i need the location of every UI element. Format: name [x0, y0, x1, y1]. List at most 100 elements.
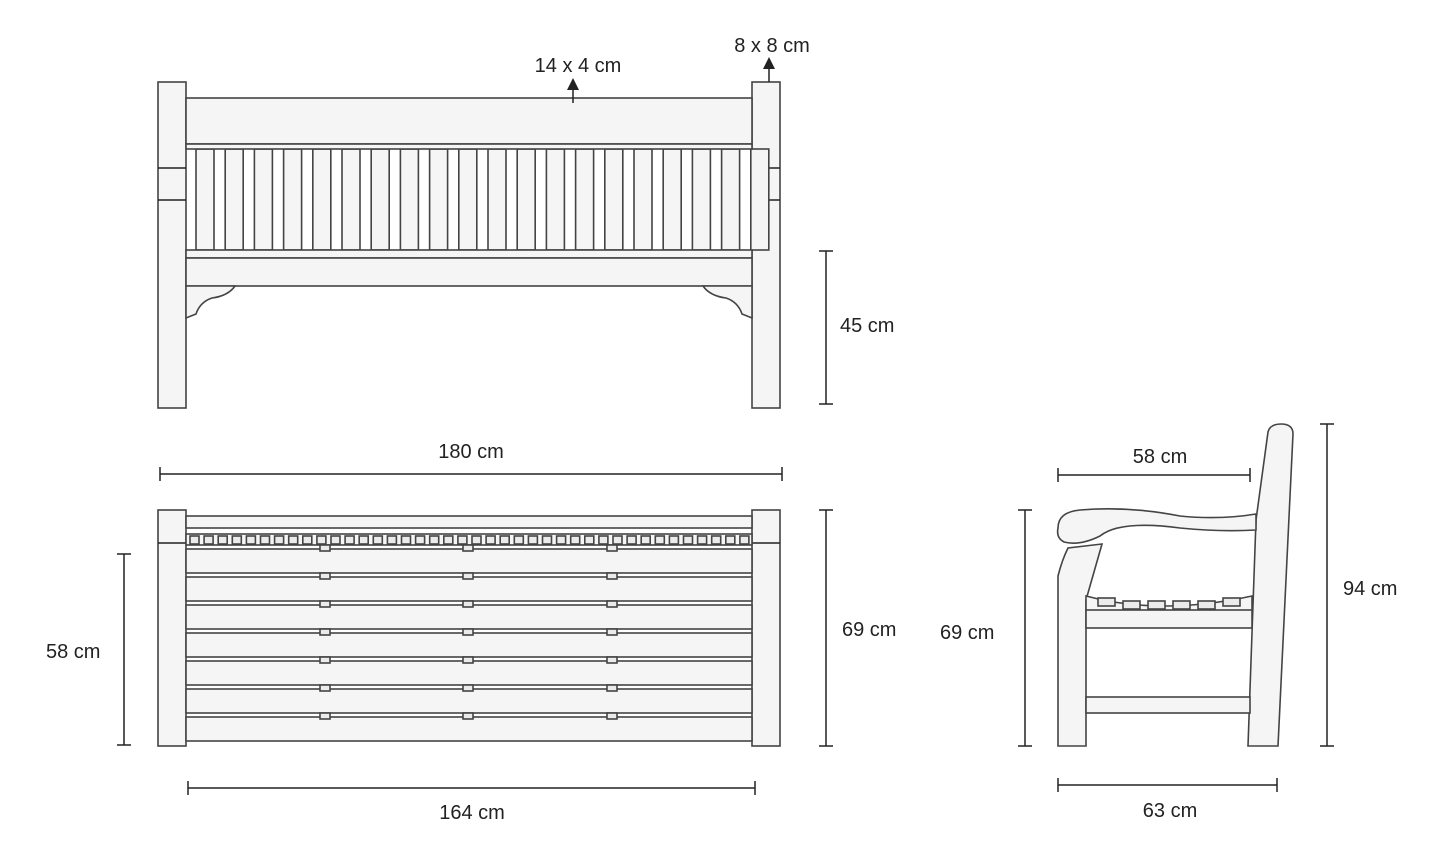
- top-back-slat-ticks: [189, 535, 750, 545]
- front-backrest-slats: [195, 148, 770, 251]
- top-seat-support: [319, 572, 331, 580]
- front-backrest-slat: [516, 148, 537, 251]
- front-top-rail: [185, 97, 753, 145]
- front-backrest-slat: [311, 148, 332, 251]
- side-seat-rail: [1085, 609, 1253, 629]
- top-back-slat-tick: [358, 535, 370, 545]
- top-back-slat-tick: [217, 535, 228, 545]
- front-seat-rail: [185, 249, 753, 259]
- side-seat-depth-label: 58 cm: [1133, 446, 1187, 468]
- seat-height-label: 45 cm: [840, 315, 894, 337]
- top-back-slat-tick: [513, 535, 525, 545]
- side-view: 58 cm 69 cm 94 cm 63 cm: [940, 423, 1397, 822]
- overall-width-label: 180 cm: [438, 441, 504, 463]
- top-seat-slat: [185, 660, 753, 686]
- top-right-post: [751, 509, 781, 747]
- top-seat-depth-label: 58 cm: [46, 641, 100, 663]
- top-back-slat-tick: [583, 535, 595, 545]
- front-backrest-slat: [633, 148, 653, 251]
- top-back-slat-tick: [598, 535, 609, 545]
- top-seat-slat: [185, 576, 753, 602]
- top-back-slat-tick: [231, 535, 243, 545]
- front-right-bracket: [701, 285, 753, 320]
- top-seat-slat: [185, 604, 753, 630]
- overall-height-label: 94 cm: [1343, 578, 1397, 600]
- front-backrest-slat: [224, 148, 244, 251]
- side-front-leg: [1057, 543, 1104, 747]
- top-seat-support: [319, 712, 331, 720]
- top-back-slat-tick: [189, 535, 200, 545]
- top-back-slat-tick: [344, 535, 355, 545]
- top-back-rail: [185, 515, 753, 529]
- top-seat-support: [319, 600, 331, 608]
- top-back-slat-ends: [185, 533, 753, 546]
- top-overall-depth-label: 69 cm: [842, 619, 896, 641]
- top-back-slat-tick: [273, 535, 285, 545]
- top-seat-slats: [185, 548, 753, 742]
- top-back-slat-tick: [724, 535, 736, 545]
- top-left-post: [157, 509, 187, 747]
- top-back-slat-tick: [555, 535, 567, 545]
- top-seat-support: [319, 684, 331, 692]
- front-backrest-slat: [282, 148, 303, 251]
- side-back-post: [1247, 423, 1294, 747]
- top-back-slat-tick: [428, 535, 440, 545]
- front-backrest-slat: [487, 148, 507, 251]
- top-back-slat-tick: [668, 535, 680, 545]
- top-seat-slat: [185, 716, 753, 742]
- front-backrest-slat: [253, 148, 274, 251]
- top-back-slat-tick: [414, 535, 426, 545]
- post-size-label: 8 x 8 cm: [734, 35, 810, 57]
- top-back-slat-tick: [287, 535, 299, 545]
- top-seat-supports: [319, 544, 618, 720]
- top-back-slat-tick: [245, 535, 257, 545]
- front-backrest-slat: [545, 148, 566, 251]
- top-back-slat-tick: [569, 535, 581, 545]
- top-back-slat-tick: [471, 535, 482, 545]
- top-seat-slat: [185, 548, 753, 574]
- top-seat-support: [462, 656, 474, 664]
- side-seat-slat: [1172, 600, 1191, 610]
- arm-height-label: 69 cm: [940, 622, 994, 644]
- front-apron: [185, 257, 753, 287]
- side-seat-slat: [1122, 600, 1141, 610]
- side-overall-depth-label: 63 cm: [1143, 800, 1197, 822]
- front-left-bracket: [185, 285, 237, 320]
- top-seat-support: [462, 572, 474, 580]
- top-back-slat-tick: [541, 535, 553, 545]
- top-back-slat-tick: [400, 535, 412, 545]
- top-seat-support: [606, 656, 618, 664]
- top-back-slat-tick: [527, 535, 539, 545]
- top-seat-support: [319, 628, 331, 636]
- top-seat-support: [606, 628, 618, 636]
- top-back-slat-tick: [682, 535, 694, 545]
- front-backrest-slat: [428, 148, 449, 251]
- top-back-slat-tick: [457, 535, 468, 545]
- inner-width-label: 164 cm: [439, 802, 505, 824]
- top-back-slat-tick: [259, 535, 271, 545]
- front-backrest-slat: [691, 148, 712, 251]
- front-back-rail: [185, 143, 753, 150]
- front-backrest-slat: [195, 148, 215, 251]
- top-back-slat-tick: [739, 535, 750, 545]
- top-seat-support: [462, 628, 474, 636]
- front-backrest-slat: [603, 148, 624, 251]
- side-seat-slat: [1147, 600, 1166, 610]
- top-back-slat-tick: [316, 535, 327, 545]
- side-seat-slat: [1222, 597, 1241, 607]
- top-back-slat-tick: [626, 535, 637, 545]
- top-back-slat-tick: [640, 535, 652, 545]
- front-backrest-slat: [662, 148, 683, 251]
- front-backrest-slat: [457, 148, 478, 251]
- top-back-slat-tick: [696, 535, 708, 545]
- backrest-size-label: 14 x 4 cm: [535, 55, 622, 77]
- top-seat-support: [462, 600, 474, 608]
- front-backrest-slat: [370, 148, 391, 251]
- top-back-slat-tick: [485, 535, 496, 545]
- top-seat-slat: [185, 632, 753, 658]
- top-back-slat-tick: [386, 535, 398, 545]
- top-back-slat-tick: [442, 535, 454, 545]
- top-back-slat-tick: [710, 535, 722, 545]
- top-seat-support: [606, 600, 618, 608]
